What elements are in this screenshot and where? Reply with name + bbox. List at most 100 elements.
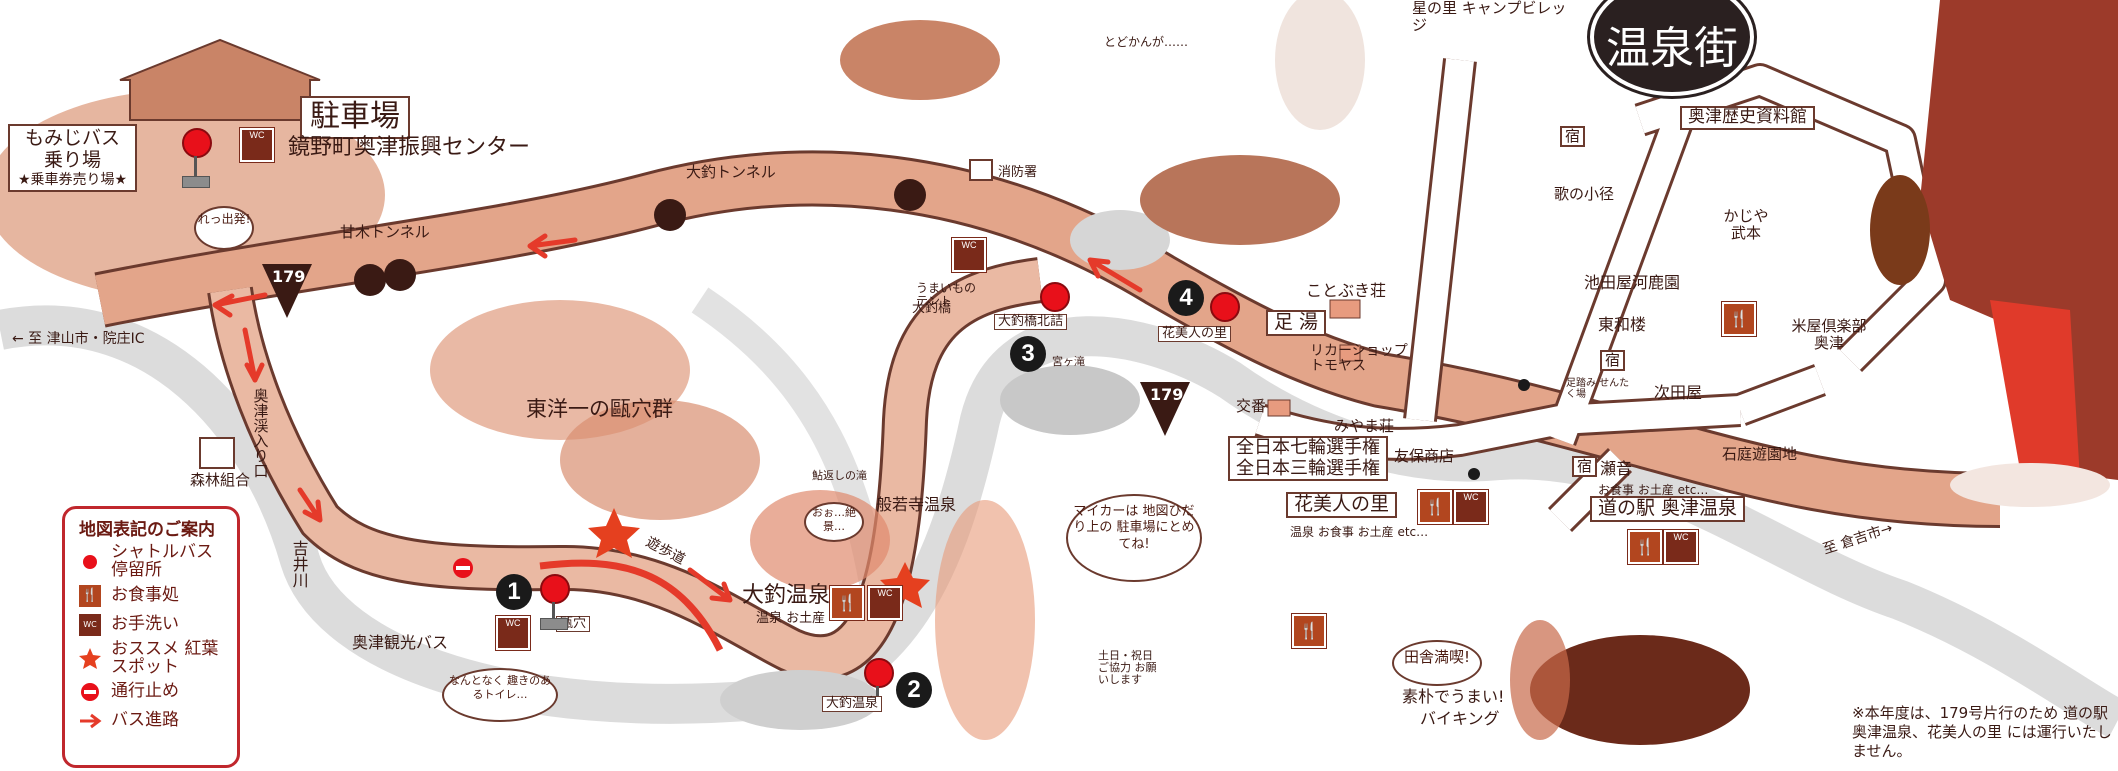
stone-garden-label: 石庭遊園地 — [1722, 445, 1798, 463]
inn-label: 宿 — [1572, 456, 1598, 478]
old-man-speech: おぉ…絶景… — [804, 502, 864, 542]
liquor-shop-label: リカーショップ トモヤス — [1310, 343, 1408, 375]
no-entry-icon — [77, 679, 103, 705]
legend-label: 通行止め — [111, 681, 179, 702]
restroom-icon: WC — [77, 612, 103, 638]
seseragi-sub: お食事 お土産 etc… — [1598, 483, 1709, 497]
uta-path-label: 歌の小径 — [1554, 185, 1615, 203]
tent-label: うまいもの テント — [916, 281, 977, 309]
bus-speech: れっ出発! — [194, 206, 254, 250]
koban-label: 交番 — [1236, 397, 1267, 415]
momiji-bus-stop-label: もみじバス 乗り場 ★乗車券売り場★ — [8, 124, 138, 192]
kajiya-label: かじや 武本 — [1723, 207, 1769, 242]
dining-icon: 🍴 — [1722, 302, 1756, 336]
legend-item: WC お手洗い — [77, 612, 237, 638]
shuttle-bus-stop-icon[interactable] — [864, 658, 894, 688]
ticket-sales: ★乗車券売り場★ — [18, 171, 128, 188]
inn-label: 宿 — [1560, 126, 1586, 148]
legend-item: シャトルバス 停留所 — [77, 542, 237, 580]
seseragi-label: 瀬音 — [1600, 459, 1633, 478]
hoshi-village-label: 星の里 キャンプビレッジ — [1412, 0, 1567, 34]
restroom-icon: WC — [240, 128, 274, 162]
legend-item: バス進路 — [77, 708, 237, 734]
bus-route-arrow-icon — [77, 708, 103, 734]
hannyaji-onsen-label: 般若寺温泉 — [876, 495, 957, 514]
shuttle-bus-stop-icon[interactable] — [540, 574, 570, 604]
history-museum-label: 奥津歴史資料館 — [1680, 106, 1815, 130]
otsuri-tunnel-label: 大釣トンネル — [686, 163, 776, 181]
otsuri-onsen-sub: 温泉 お土産 — [756, 611, 826, 626]
viking-line-2: バイキング — [1420, 709, 1500, 728]
hanabijin-sub: 温泉 お食事 お土産 etc… — [1290, 525, 1429, 539]
otsuri-bridge-label: 大釣橋 — [912, 301, 952, 316]
fire-station-label: 消防署 — [998, 165, 1038, 180]
stop-number-4: 4 — [1168, 280, 1204, 316]
gorge-entrance-label: 奥津渓入り口 — [251, 388, 270, 478]
legend-label: お食事処 — [111, 584, 179, 605]
parking-label: 駐車場 — [300, 96, 410, 139]
wheel-championship-1: 全日本七輪選手権 — [1236, 437, 1380, 458]
viking-table — [1530, 635, 1750, 745]
to-tsuyama-label: ← 至 津山市・院庄IC — [12, 331, 145, 347]
yoneya-label: 米屋倶楽部 奥津 — [1791, 317, 1867, 352]
restroom-icon: WC — [496, 616, 530, 650]
stop-label-2: 大釣温泉 — [822, 696, 883, 713]
restroom-icon: WC — [952, 238, 986, 272]
viking-line-1: 素朴でうまい! — [1402, 687, 1505, 706]
yoshii-river-label: 吉井川 — [289, 540, 309, 588]
shuttle-bus-stop-icon[interactable] — [1210, 292, 1240, 322]
legend-label: バス進路 — [111, 710, 179, 731]
forest-union-building — [199, 437, 235, 469]
cat-speech: とどかんが…… — [1104, 35, 1189, 49]
stop-number-2: 2 — [896, 672, 932, 708]
mycar-speech: マイカーは 地図ひだり上の 駐車場にとめてね! — [1066, 494, 1202, 582]
shuttle-bus-stop-icon[interactable] — [182, 128, 212, 158]
uguisu-falls-label: 鮎返しの滝 — [812, 469, 867, 482]
legend-label: シャトルバス 停留所 — [111, 542, 213, 580]
autumn-leaves-icon — [77, 646, 103, 672]
legend-item: 🍴 お食事処 — [77, 583, 237, 609]
jirobei-label: 次田屋 — [1654, 383, 1703, 402]
onsen-street-badge: 温泉街 — [1590, 0, 1754, 96]
restroom-icon: WC — [1454, 490, 1488, 524]
wheel-championship-label: 全日本七輪選手権 全日本三輪選手権 — [1228, 436, 1388, 482]
tomoyasu-label: 友保商店 — [1394, 447, 1455, 465]
bus-route-arrows — [212, 233, 1143, 603]
route-179-label-2: 179 — [1150, 385, 1184, 404]
tourist-bus-label: 奥津観光バス — [352, 633, 449, 652]
momiji-bus-line2: 乗り場 — [44, 148, 102, 171]
potholes-label: 東洋一の甌穴群 — [526, 397, 673, 421]
tunnel-portal — [654, 199, 686, 231]
dining-icon: 🍴 — [77, 583, 103, 609]
legend-item: おススメ 紅葉スポット — [77, 638, 237, 677]
fire-station-building — [969, 159, 993, 181]
legend-title: 地図表記のご案内 — [79, 520, 215, 540]
route-179-shield — [1140, 382, 1190, 436]
forest-union-label: 森林組合 — [190, 471, 251, 489]
homi-falls-label: 宮ヶ滝 — [1052, 355, 1085, 368]
map-legend: 地図表記のご案内 シャトルバス 停留所 🍴 お食事処 WC お手洗い おススメ … — [62, 506, 240, 768]
parking-building — [119, 38, 321, 121]
shuttle-bus-stop-icon — [77, 549, 103, 575]
otsuri-onsen-label: 大釣温泉 — [742, 583, 831, 608]
stop-label-3: 大釣橋北詰 — [994, 314, 1068, 331]
toilet-speech: なんとなく 趣きのあるトイレ… — [442, 668, 558, 722]
promotion-center-label: 鏡野町奥津振興センター — [288, 135, 531, 160]
ashiyu-label: 足 湯 — [1266, 310, 1327, 336]
inaka-speech: 田舎満喫! — [1392, 640, 1482, 686]
wheel-championship-2: 全日本三輪選手権 — [1236, 457, 1380, 479]
dining-icon: 🍴 — [1418, 490, 1452, 524]
legend-item: 通行止め — [77, 679, 237, 705]
shuttle-bus-stop-icon[interactable] — [1040, 282, 1070, 312]
route-179-shield — [262, 264, 312, 318]
dining-icon: 🍴 — [1292, 614, 1326, 648]
kotobuki-label: ことぶき荘 — [1306, 281, 1387, 300]
legend-label: お手洗い — [111, 613, 179, 634]
stop-label-4: 花美人の里 — [1158, 326, 1232, 343]
inn-label: 宿 — [1600, 350, 1626, 372]
legend-label: おススメ 紅葉スポット — [111, 638, 219, 677]
dining-icon: 🍴 — [1628, 530, 1662, 564]
tunnel-portal — [894, 179, 926, 211]
tunnel-portal — [354, 264, 386, 296]
girl-sitting — [1275, 0, 1365, 130]
